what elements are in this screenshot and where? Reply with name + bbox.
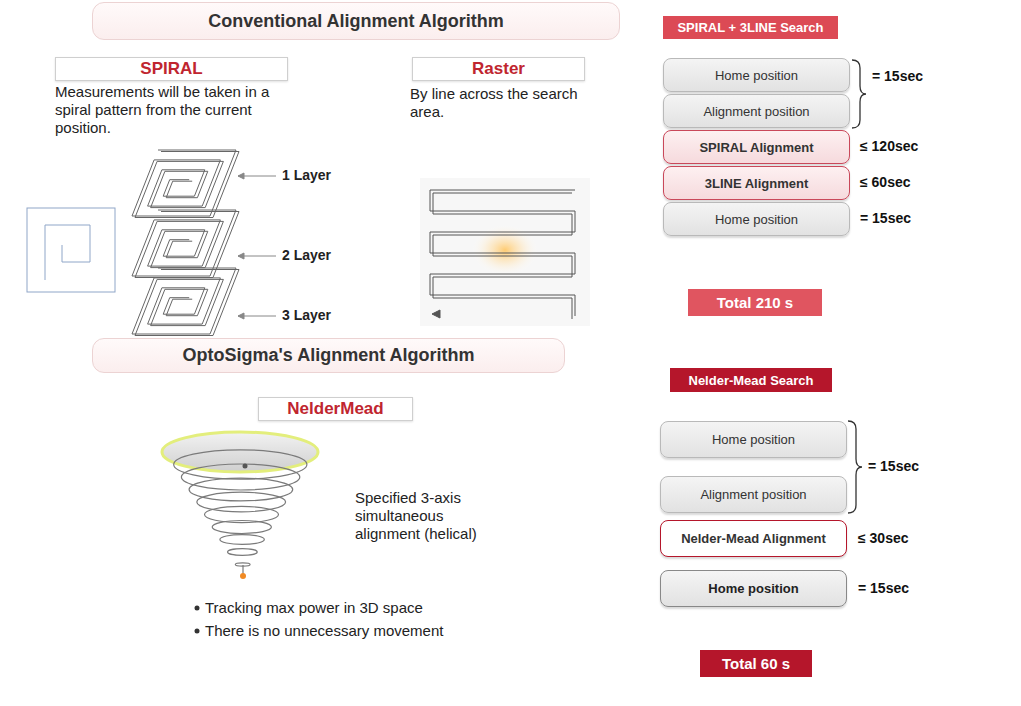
title-banner: Conventional Alignment Algorithm [92,2,620,40]
node-texts: Home position [708,581,798,596]
bullet [195,606,200,611]
node-label: Home position [708,581,798,596]
node-texts: SPIRAL + 3LINE Search [677,20,823,35]
node-label: OptoSigma's Alignment Algorithm [183,345,475,366]
spiral-layer [132,210,236,276]
helix-turn [220,535,264,545]
helix-turn [228,549,258,556]
total-box: Total 60 s [700,650,812,677]
brace [848,421,862,513]
time-label: ≤ 60sec [860,174,911,190]
node-label: Alignment position [700,487,806,502]
node-label: Total 210 s [717,294,793,311]
node-texts: SPIRAL Alignment [699,140,813,155]
node-texts: Alignment position [700,487,806,502]
node-label: Conventional Alignment Algorithm [208,11,504,32]
layer-label: 3 Layer [282,307,331,323]
node-texts: Home position [715,68,798,83]
node-label: Home position [712,432,795,447]
node-label: Nelder-Mead Search [689,373,814,388]
square-spiral [27,208,115,292]
step-box: Alignment position [660,476,847,513]
node-texts: Alignment position [703,104,809,119]
node-texts: Total 210 s [717,294,793,311]
step-box: SPIRAL Alignment [663,130,850,164]
node-label: 3LINE Alignment [705,176,809,191]
helix-cone [162,432,318,579]
node-label: SPIRAL [140,59,202,79]
node-label: Nelder-Mead Alignment [681,531,826,546]
step-box: Home position [660,570,847,607]
node-texts: OptoSigma's Alignment Algorithm [183,345,475,366]
spiral-layer [135,270,239,336]
spiral-layer [132,150,236,216]
brace [852,60,866,128]
bullet [195,629,200,634]
helix-tail [242,565,243,574]
time-label: = 15sec [858,580,909,596]
layer-label: 1 Layer [282,167,331,183]
node-label: Total 60 s [722,655,790,672]
step-box: Nelder-Mead Alignment [660,520,847,557]
step-box: Home position [663,58,850,92]
helix-rim [162,432,318,472]
description: By line across the search area. [410,85,582,121]
node-texts: Home position [712,432,795,447]
node-texts: Home position [715,212,798,227]
title-banner: OptoSigma's Alignment Algorithm [92,338,565,373]
step-box: 3LINE Alignment [663,166,850,200]
flow-header: Nelder-Mead Search [670,368,832,392]
step-box: Home position [663,202,850,236]
helix-turn [189,478,293,501]
bullet-text: There is no unnecessary movement [205,622,443,640]
spiral-layer [132,268,236,334]
helix-turn [212,521,271,534]
max-dot [240,573,246,579]
method-tag: SPIRAL [55,57,288,81]
node-label: Raster [472,59,525,79]
node-texts: Total 60 s [722,655,790,672]
node-texts: Raster [472,59,525,79]
time-label: ≤ 30sec [858,530,909,546]
flow-header: SPIRAL + 3LINE Search [663,16,838,39]
node-texts: Nelder-Mead Search [689,373,814,388]
bullet-text: Tracking max power in 3D space [205,599,423,617]
description: Measurements will be taken in a spiral p… [55,83,295,137]
node-texts: Conventional Alignment Algorithm [208,11,504,32]
node-label: SPIRAL + 3LINE Search [677,20,823,35]
node-texts: 3LINE Alignment [705,176,809,191]
time-label: = 15sec [872,68,923,84]
time-label: = 15sec [868,458,919,474]
step-box: Alignment position [663,94,850,128]
total-box: Total 210 s [688,289,822,316]
raster-line [430,190,575,316]
leader-lines [238,173,276,319]
helix-turn [181,464,299,490]
raster-pattern [420,178,590,326]
node-label: Home position [715,68,798,83]
raster-line [433,193,572,319]
method-tag: Raster [412,57,585,81]
node-texts: SPIRAL [140,59,202,79]
node-label: Alignment position [703,104,809,119]
raster-arrow [432,310,440,318]
layer-label: 2 Layer [282,247,331,263]
node-label: SPIRAL Alignment [699,140,813,155]
time-label: = 15sec [860,210,911,226]
start-dot [243,464,248,469]
step-box: Home position [660,421,847,458]
spiral-layers [132,150,239,336]
node-label: NelderMead [287,399,383,419]
node-texts: NelderMead [287,399,383,419]
spiral-layer [135,152,239,218]
node-label: Home position [715,212,798,227]
node-texts: Nelder-Mead Alignment [681,531,826,546]
method-tag: NelderMead [258,397,413,421]
time-label: ≤ 120sec [860,138,918,154]
description: Specified 3-axis simultaneous alignment … [355,489,505,543]
helix-turn [197,492,286,512]
